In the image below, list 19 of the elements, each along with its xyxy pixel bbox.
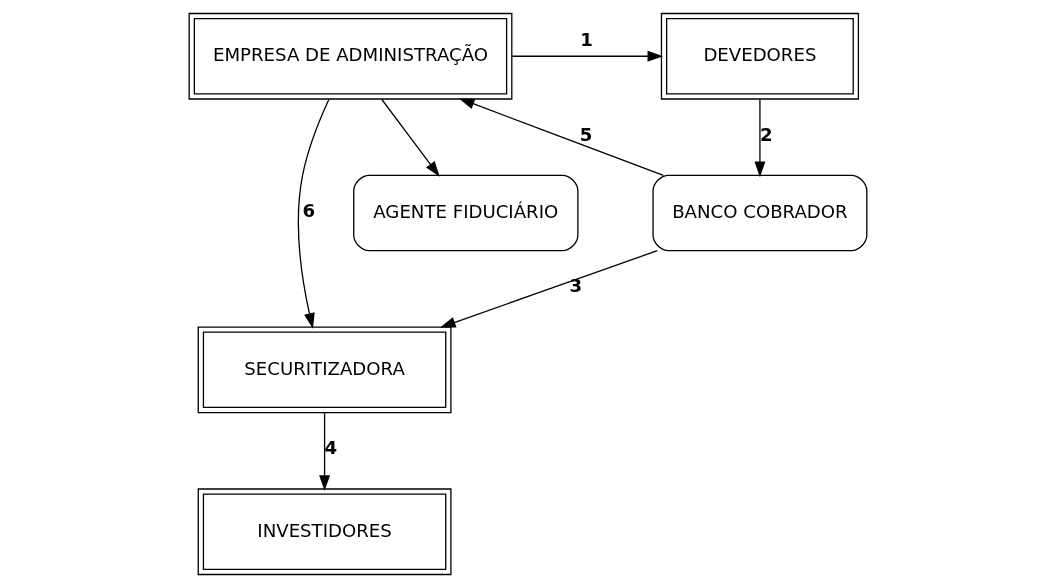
node-box: DEVEDORES xyxy=(660,12,860,100)
arrow xyxy=(511,50,664,62)
arrow xyxy=(319,412,331,491)
node-box: BANCO COBRADOR xyxy=(652,174,868,252)
edge-label: 5 xyxy=(579,123,593,145)
node-box: AGENTE FIDUCIÁRIO xyxy=(353,174,579,252)
arrow xyxy=(458,98,665,177)
edge-label: 2 xyxy=(759,123,773,145)
edge-label: 1 xyxy=(580,29,593,51)
arrow xyxy=(297,98,330,329)
edge-label: 3 xyxy=(569,275,583,297)
arrow xyxy=(754,98,766,178)
node-box: INVESTIDORES xyxy=(197,488,452,576)
arrow xyxy=(381,98,440,177)
edge-label: 6 xyxy=(302,199,316,221)
node-box: SECURITIZADORA xyxy=(197,326,452,414)
arrow xyxy=(440,250,658,328)
node-box: EMPRESA DE ADMINISTRAÇÃO xyxy=(188,12,513,100)
edge-label: 4 xyxy=(324,437,338,459)
